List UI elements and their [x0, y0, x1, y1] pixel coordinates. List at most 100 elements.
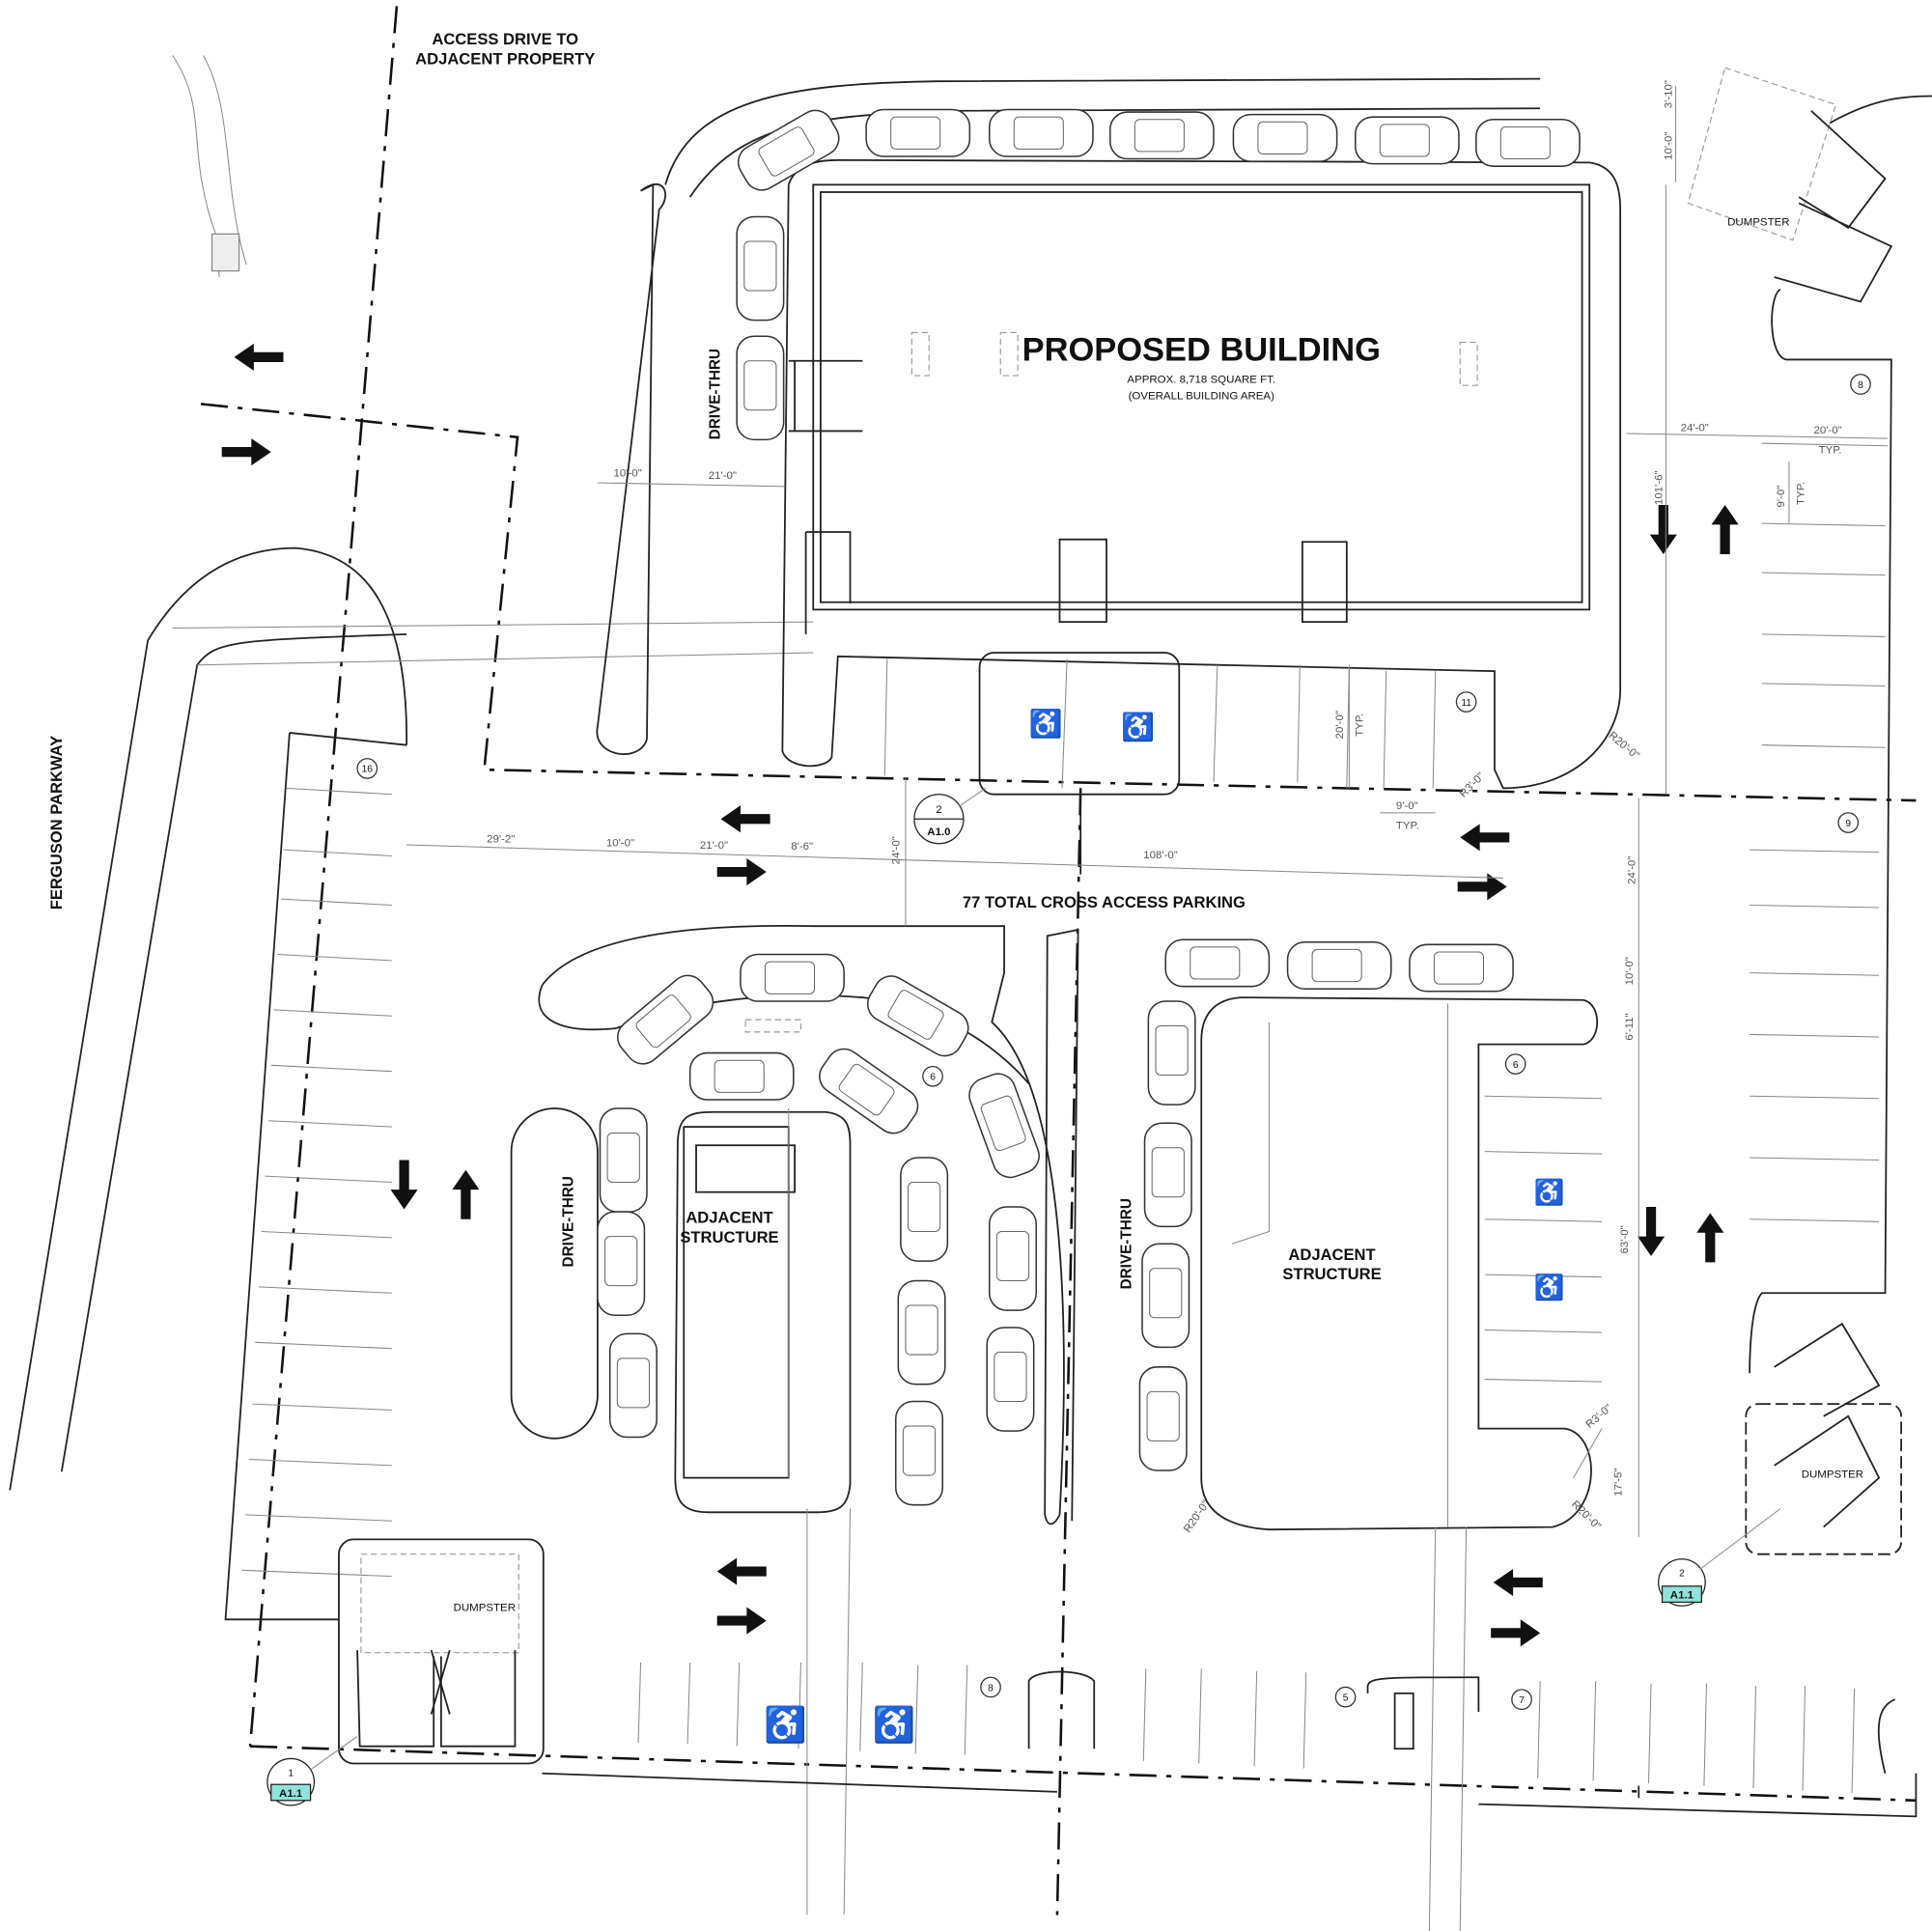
traffic-arrow-icon — [716, 1607, 767, 1635]
dimension-label: 17'-5" — [1612, 1469, 1624, 1497]
stall-count-circle — [980, 1676, 1001, 1698]
stall-count: 5 — [1343, 1693, 1349, 1703]
car-icon — [900, 1157, 949, 1262]
traffic-arrow-icon — [1460, 824, 1510, 852]
car-icon — [968, 1073, 1040, 1179]
south-parking: ♿ ♿ DUMPSTER — [338, 1538, 1856, 1794]
dimension-label: 101'-6" — [1654, 470, 1666, 505]
traffic-arrow-icon — [221, 438, 271, 466]
dumpster-label: DUMPSTER — [454, 1602, 516, 1613]
adjacent-structure-west-site — [510, 925, 1079, 1916]
car-icon — [1141, 1243, 1190, 1349]
car-icon — [1164, 938, 1271, 988]
stall-count: 8 — [1858, 380, 1863, 391]
stall-count: 11 — [1461, 698, 1471, 709]
accessible-parking-icon: ♿ — [1534, 1178, 1565, 1207]
car-icon — [986, 1327, 1035, 1432]
car-icon — [1232, 113, 1338, 162]
car-icon — [865, 108, 971, 157]
property-lines — [200, 6, 1917, 1916]
stall-count-circle — [1850, 374, 1871, 395]
dimension-label: 24'-0" — [891, 836, 903, 864]
dimension-label: 8'-6" — [791, 841, 813, 853]
traffic-arrow-icon — [1638, 1207, 1666, 1257]
car-icon — [688, 1051, 795, 1101]
west-parking — [224, 732, 407, 1621]
accessible-parking-icon: ♿ — [873, 1704, 915, 1744]
car-icon — [597, 1211, 646, 1317]
traffic-arrow-icon — [716, 858, 767, 886]
stall-count-circle — [1511, 1689, 1532, 1711]
traffic-arrow-icon — [1711, 504, 1739, 554]
car-icon — [1143, 1122, 1192, 1228]
dimension-lines — [406, 86, 1889, 1537]
stall-count-circle — [1504, 1053, 1526, 1075]
dimension-label: 29'-2" — [487, 833, 515, 845]
section-marker[interactable]: 1 A1.1 — [266, 1736, 358, 1806]
dumpster-label: DUMPSTER — [1802, 1469, 1863, 1481]
accessible-parking-icon: ♿ — [764, 1704, 806, 1744]
car-icon — [1147, 1000, 1196, 1105]
dimension-label: R3'-0" — [1583, 1403, 1614, 1431]
car-icon — [988, 1206, 1038, 1311]
section-marker[interactable]: 2 A1.1 — [1658, 1508, 1781, 1607]
proposed-building-site: ♿ ♿ — [596, 77, 1622, 875]
car-icon — [1138, 1366, 1188, 1471]
car-icon — [608, 1332, 658, 1439]
building-area-label: APPROX. 8,718 SQUARE FT. — [1127, 375, 1275, 386]
traffic-arrows — [221, 343, 1739, 1647]
traffic-arrow-icon — [720, 805, 770, 833]
drive-thru-label: DRIVE-THRU — [707, 349, 723, 439]
dimension-label: 108'-0" — [1143, 850, 1178, 861]
dimension-label: 20'-0" — [1334, 711, 1346, 739]
stall-count: 9 — [1845, 819, 1851, 829]
dumpster-enclosure-sw: DUMPSTER — [338, 1538, 545, 1765]
dumpster-enclosure-se: DUMPSTER — [1745, 1322, 1902, 1555]
dimension-label: TYP. — [1354, 714, 1365, 737]
traffic-arrow-icon — [1649, 504, 1677, 554]
stall-count: 8 — [988, 1683, 994, 1693]
section-marker[interactable]: 2 A1.0 — [913, 787, 987, 845]
road-label: FERGUSON PARKWAY — [47, 736, 66, 910]
sheet-number: A1.0 — [927, 826, 950, 838]
car-icon — [819, 1048, 919, 1134]
dimension-label: 10'-0" — [1624, 957, 1636, 985]
dimension-label: R20'-0" — [1182, 1498, 1212, 1535]
car-icon — [1475, 118, 1581, 167]
traffic-arrow-icon — [1457, 873, 1507, 901]
dimension-label: 21'-0" — [700, 840, 728, 852]
accessible-parking-icon: ♿ — [1534, 1273, 1565, 1301]
dimension-label: TYP. — [1795, 482, 1806, 505]
traffic-arrow-icon — [390, 1160, 418, 1210]
accessible-parking-icon: ♿ — [1029, 708, 1063, 740]
dimension-label: TYP. — [1396, 820, 1419, 831]
stall-count: 16 — [362, 765, 374, 775]
adjacent-structure-label: STRUCTURE — [680, 1228, 778, 1246]
car-icon — [897, 1279, 946, 1385]
drive-thru-label: DRIVE-THRU — [1119, 1198, 1135, 1289]
section-number: 2 — [1679, 1569, 1685, 1580]
car-icon — [1409, 943, 1514, 993]
sheet-number: A1.1 — [1670, 1590, 1694, 1602]
accessible-parking-icon: ♿ — [1121, 712, 1155, 743]
car-icon — [736, 335, 785, 441]
parked-cars — [597, 108, 1581, 1506]
car-icon — [1109, 111, 1215, 160]
dimension-label: 10'-0" — [606, 837, 634, 849]
traffic-arrow-icon — [1491, 1619, 1541, 1647]
car-icon — [736, 215, 785, 322]
dimension-label: 10'-0" — [614, 468, 642, 480]
dimension-label: 10'-0" — [1664, 132, 1675, 160]
stall-count-circle — [1455, 691, 1477, 713]
dimension-label: TYP. — [1819, 444, 1842, 456]
stall-count: 7 — [1519, 1695, 1525, 1706]
access-drive-label: ADJACENT PROPERTY — [415, 49, 595, 68]
car-icon — [1354, 116, 1460, 165]
east-parking: DUMPSTER DUMPSTER — [1478, 67, 1932, 1818]
stall-count-circle — [1334, 1686, 1357, 1708]
car-icon — [617, 974, 714, 1065]
dumpster-label: DUMPSTER — [1727, 216, 1789, 228]
dimension-label: 21'-0" — [709, 470, 737, 482]
